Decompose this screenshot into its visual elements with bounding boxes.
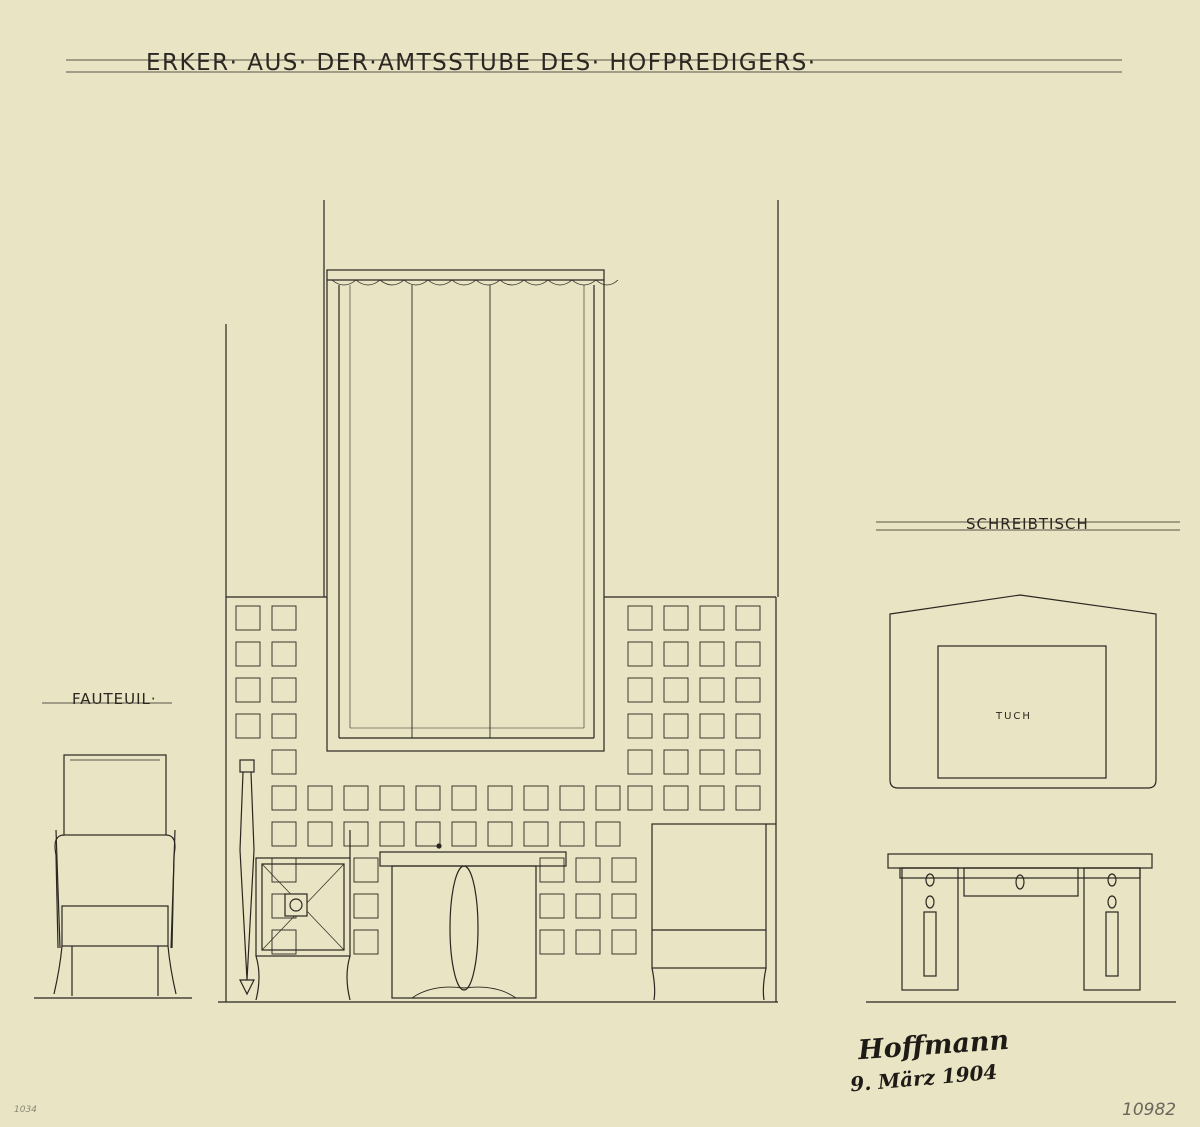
wall-panel-square — [353, 857, 379, 883]
wall-panel-square — [575, 857, 601, 883]
desk-drawings — [866, 521, 1180, 1003]
wall-panel-square — [575, 929, 601, 955]
wall-panel-square — [271, 785, 297, 811]
drawing-title: ERKER· AUS· DER·AMTSSTUBE DES· HOFPREDIG… — [146, 50, 817, 76]
wall-grid-panels — [235, 605, 761, 955]
wall-panel-square — [379, 785, 405, 811]
wall-panel-square — [307, 821, 333, 847]
bench — [651, 823, 776, 1001]
wall-panel-square — [235, 605, 261, 631]
wall-panel-square — [699, 713, 725, 739]
wall-panel-square — [235, 641, 261, 667]
title-rules — [66, 59, 1122, 73]
wall-panel-square — [271, 641, 297, 667]
wall-panel-square — [271, 713, 297, 739]
wall-panel-square — [663, 713, 689, 739]
wall-panel-square — [271, 749, 297, 775]
wall-panel-square — [575, 893, 601, 919]
wall-panel-square — [735, 605, 761, 631]
wall-panel-square — [235, 677, 261, 703]
wall-panel-square — [627, 713, 653, 739]
wall-panel-square — [343, 785, 369, 811]
wall-panel-square — [627, 605, 653, 631]
wall-panel-square — [307, 785, 333, 811]
wall-panel-square — [627, 785, 653, 811]
wall-panel-square — [627, 677, 653, 703]
wall-panel-square — [559, 821, 585, 847]
fauteuil-label: FAUTEUIL· — [72, 690, 157, 708]
wall-panel-square — [271, 821, 297, 847]
wall-panel-square — [663, 605, 689, 631]
inventory-number: 10982 — [1122, 1100, 1177, 1120]
pilaster — [239, 759, 255, 996]
wall-panel-square — [343, 821, 369, 847]
desk-label: SCHREIBTISCH — [966, 515, 1089, 533]
wall-panel-square — [539, 929, 565, 955]
wall-panel-square — [353, 893, 379, 919]
wall-panel-square — [415, 785, 441, 811]
cloth-label: TUCH — [996, 711, 1032, 722]
wall-panel-square — [271, 605, 297, 631]
wall-panel-square — [627, 641, 653, 667]
wall-panel-square — [735, 785, 761, 811]
wall-panel-square — [735, 749, 761, 775]
fauteuil-elevation — [34, 702, 192, 999]
fireplace — [379, 843, 567, 999]
wall-panel-square — [699, 749, 725, 775]
wall-panel-square — [235, 713, 261, 739]
wall-panel-square — [699, 785, 725, 811]
wall-panel-square — [699, 605, 725, 631]
wall-panel-square — [735, 641, 761, 667]
wall-panel-square — [487, 785, 513, 811]
wall-panel-square — [523, 785, 549, 811]
wall-panel-square — [539, 857, 565, 883]
wall-panel-square — [663, 641, 689, 667]
wall-panel-square — [523, 821, 549, 847]
wall-panel-square — [611, 893, 637, 919]
wall-panel-square — [663, 785, 689, 811]
wall-panel-square — [663, 677, 689, 703]
wall-panel-square — [595, 821, 621, 847]
wall-panel-square — [271, 677, 297, 703]
wall-panel-square — [595, 785, 621, 811]
wall-panel-square — [735, 713, 761, 739]
wall-panel-square — [451, 821, 477, 847]
wall-panel-square — [353, 929, 379, 955]
corner-mark: 1034 — [14, 1105, 37, 1115]
wall-panel-square — [487, 821, 513, 847]
bay-elevation — [218, 200, 779, 1003]
cabinet — [255, 830, 351, 1001]
wall-panel-square — [451, 785, 477, 811]
wall-panel-square — [379, 821, 405, 847]
wall-panel-square — [559, 785, 585, 811]
wall-panel-square — [699, 677, 725, 703]
wall-panel-square — [699, 641, 725, 667]
wall-panel-square — [663, 749, 689, 775]
wall-panel-square — [539, 893, 565, 919]
wall-panel-square — [627, 749, 653, 775]
wall-panel-square — [611, 857, 637, 883]
wall-panel-square — [415, 821, 441, 847]
wall-panel-square — [611, 929, 637, 955]
wall-panel-square — [271, 929, 297, 955]
wall-panel-square — [735, 677, 761, 703]
